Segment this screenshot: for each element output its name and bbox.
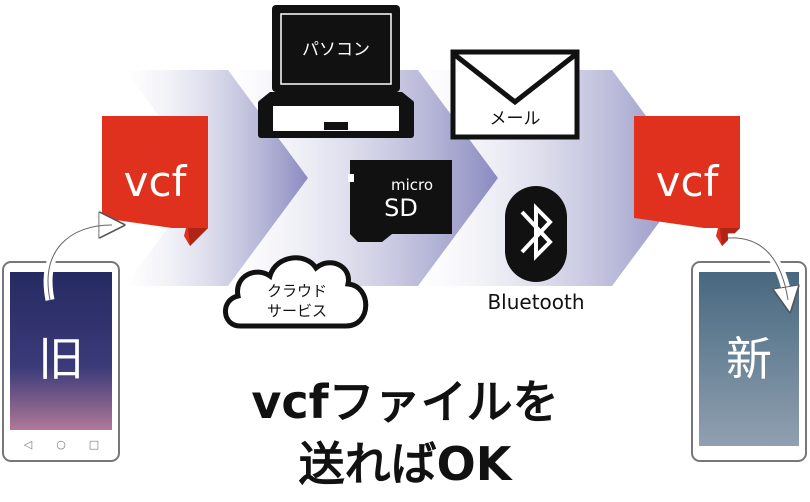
microsd-label-bottom: SD xyxy=(384,194,418,222)
microsd-label-top: micro xyxy=(391,176,433,194)
cloud-label-line2: サービス xyxy=(267,302,327,320)
recent-nav-icon: □ xyxy=(89,438,99,451)
caption-line1: vcfファイルを xyxy=(251,375,558,429)
target-vcf-file: vcf xyxy=(634,116,740,246)
old-phone: 旧 ◁ ○ □ xyxy=(2,261,120,462)
source-file-label: vcf xyxy=(124,157,188,206)
bluetooth-icon xyxy=(505,186,567,282)
home-nav-icon: ○ xyxy=(56,438,66,451)
mail-label: メール xyxy=(490,109,541,129)
new-phone-label: 新 xyxy=(726,332,772,386)
source-vcf-file: vcf xyxy=(102,116,208,246)
old-phone-screen xyxy=(10,272,112,430)
cloud-label-line1: クラウド xyxy=(267,282,327,300)
file-fold-icon xyxy=(188,228,208,246)
back-nav-icon: ◁ xyxy=(24,438,33,451)
old-phone-label: 旧 xyxy=(38,332,84,386)
pc-label: パソコン xyxy=(302,40,370,60)
bluetooth-label: Bluetooth xyxy=(487,290,584,314)
laptop-icon xyxy=(258,5,414,138)
caption-line2: 送ればOK xyxy=(299,437,514,491)
mail-envelope-icon xyxy=(450,49,580,140)
target-file-label: vcf xyxy=(656,157,720,206)
microsd-icon xyxy=(348,160,452,242)
cloud-icon xyxy=(223,255,369,329)
